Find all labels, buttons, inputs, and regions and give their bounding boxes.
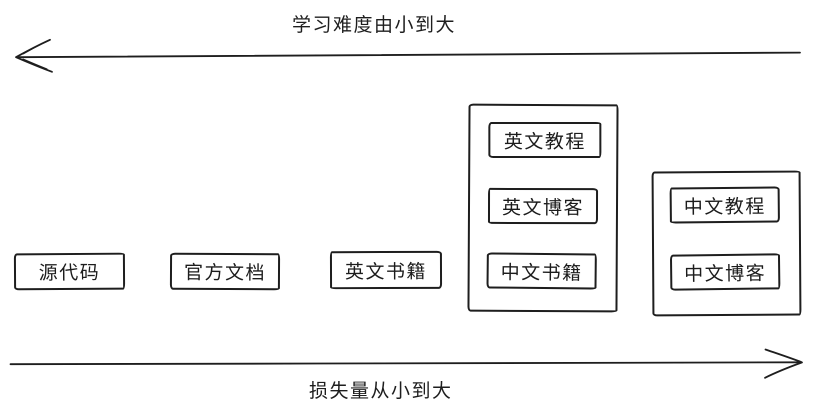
node-label: 中文书籍	[500, 262, 583, 284]
node-label: 中文博客	[684, 263, 767, 286]
node-label: 官方文档	[183, 262, 267, 285]
node-label: 中文教程	[683, 196, 766, 218]
node-english-blogs: 英文博客	[487, 187, 599, 225]
node-chinese-tutorials: 中文教程	[669, 186, 780, 224]
group-box-1: 英文教程 英文博客 中文书籍	[467, 103, 619, 313]
node-english-books: 英文书籍	[329, 250, 443, 290]
bottom-axis-label: 损失量从小到大	[309, 381, 453, 402]
node-source-code: 源代码	[13, 252, 126, 291]
node-chinese-blogs: 中文博客	[669, 253, 781, 291]
node-label: 源代码	[38, 262, 101, 285]
node-chinese-books: 中文书籍	[486, 252, 597, 290]
node-label: 英文书籍	[344, 261, 428, 283]
node-english-tutorials: 英文教程	[488, 121, 602, 159]
right-arrow-icon	[9, 348, 803, 379]
group-box-2: 中文教程 中文博客	[651, 170, 802, 317]
node-official-docs: 官方文档	[169, 252, 281, 291]
node-label: 英文博客	[501, 197, 585, 219]
top-axis-label: 学习难度由小到大	[292, 15, 457, 36]
left-arrow-icon	[15, 38, 801, 73]
node-label: 英文教程	[503, 131, 586, 153]
